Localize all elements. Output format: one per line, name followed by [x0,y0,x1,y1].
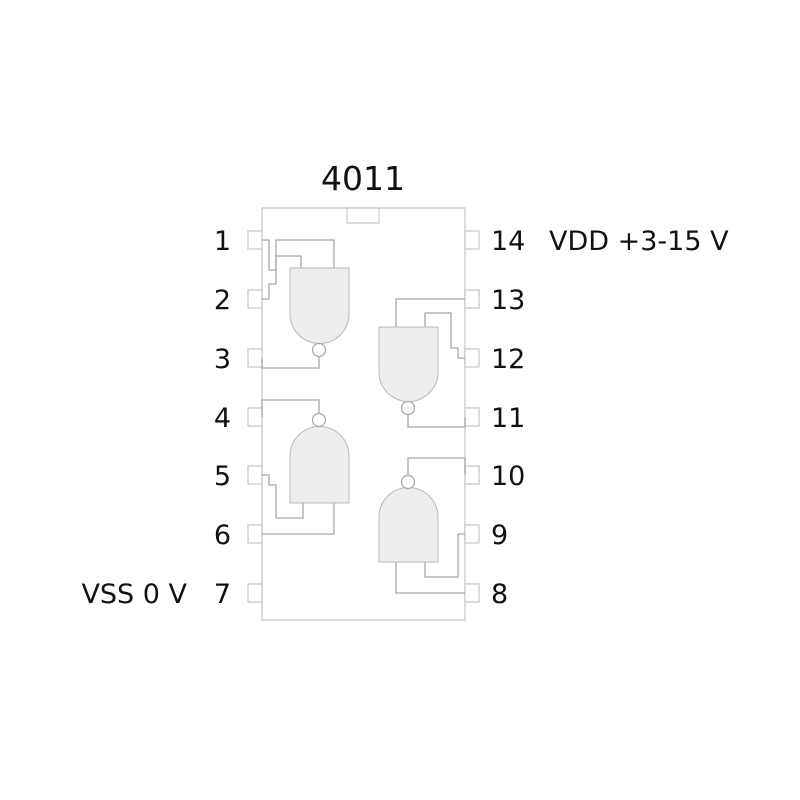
pin-2-label: 2 [214,285,231,316]
chip-title: 4011 [321,159,405,198]
wire-gate4-pin10 [407,457,466,475]
pin-2-pad [247,289,263,309]
pin-12-label: 12 [491,344,525,375]
vss-label: VSS 0 V [81,579,187,610]
chip-notch [346,207,380,224]
gate-3-output-bubble [400,400,416,416]
pin-6-label: 6 [214,520,231,551]
pin-8-pad [464,583,480,603]
pin-3-label: 3 [214,344,231,375]
pin-1-label: 1 [214,226,231,257]
pin-12-pad [464,348,480,368]
nand-gate-1 [289,267,350,358]
pin-4-pad [247,407,263,427]
pin-9-pad [464,524,480,544]
pin-10-pad [464,465,480,485]
pin-7-label: 7 [214,579,231,610]
vdd-label: VDD +3-15 V [549,226,729,257]
pin-5-label: 5 [214,461,231,492]
pin-10-label: 10 [491,461,525,492]
gate-2-output-bubble [311,412,327,428]
pin-13-label: 13 [491,285,525,316]
nand-gate-2 [289,412,350,504]
gate-1-output-bubble [311,342,327,358]
pin-11-label: 11 [491,403,525,434]
pin-7-pad [247,583,263,603]
pin-3-pad [247,348,263,368]
wire-gate2-pin4 [261,399,320,417]
wire-gate1-pin3 [261,356,320,369]
wire-pin8-gate4 [395,562,465,594]
wire-pin6-gate2 [262,503,335,535]
wire-gate3-pin11 [407,415,466,428]
pin-13-pad [464,289,480,309]
wire-pin2-gate1 [262,255,302,300]
pin-14-label: 14 [491,226,525,257]
pin-4-label: 4 [214,403,231,434]
nand-gate-3 [378,326,439,416]
pin-5-pad [247,465,263,485]
wire-pin13-gate3 [395,298,465,327]
pin-9-label: 9 [491,520,508,551]
gate-4-output-bubble [400,474,416,490]
pin-8-label: 8 [491,579,508,610]
wire-pin9-gate4 [424,533,465,578]
pin-11-pad [464,407,480,427]
pin-1-pad [247,230,263,250]
pin-6-pad [247,524,263,544]
wire-pin5-gate2 [262,474,304,519]
nand-gate-4 [378,474,439,563]
pin-14-pad [464,230,480,250]
wire-pin12-gate3 [424,312,465,359]
